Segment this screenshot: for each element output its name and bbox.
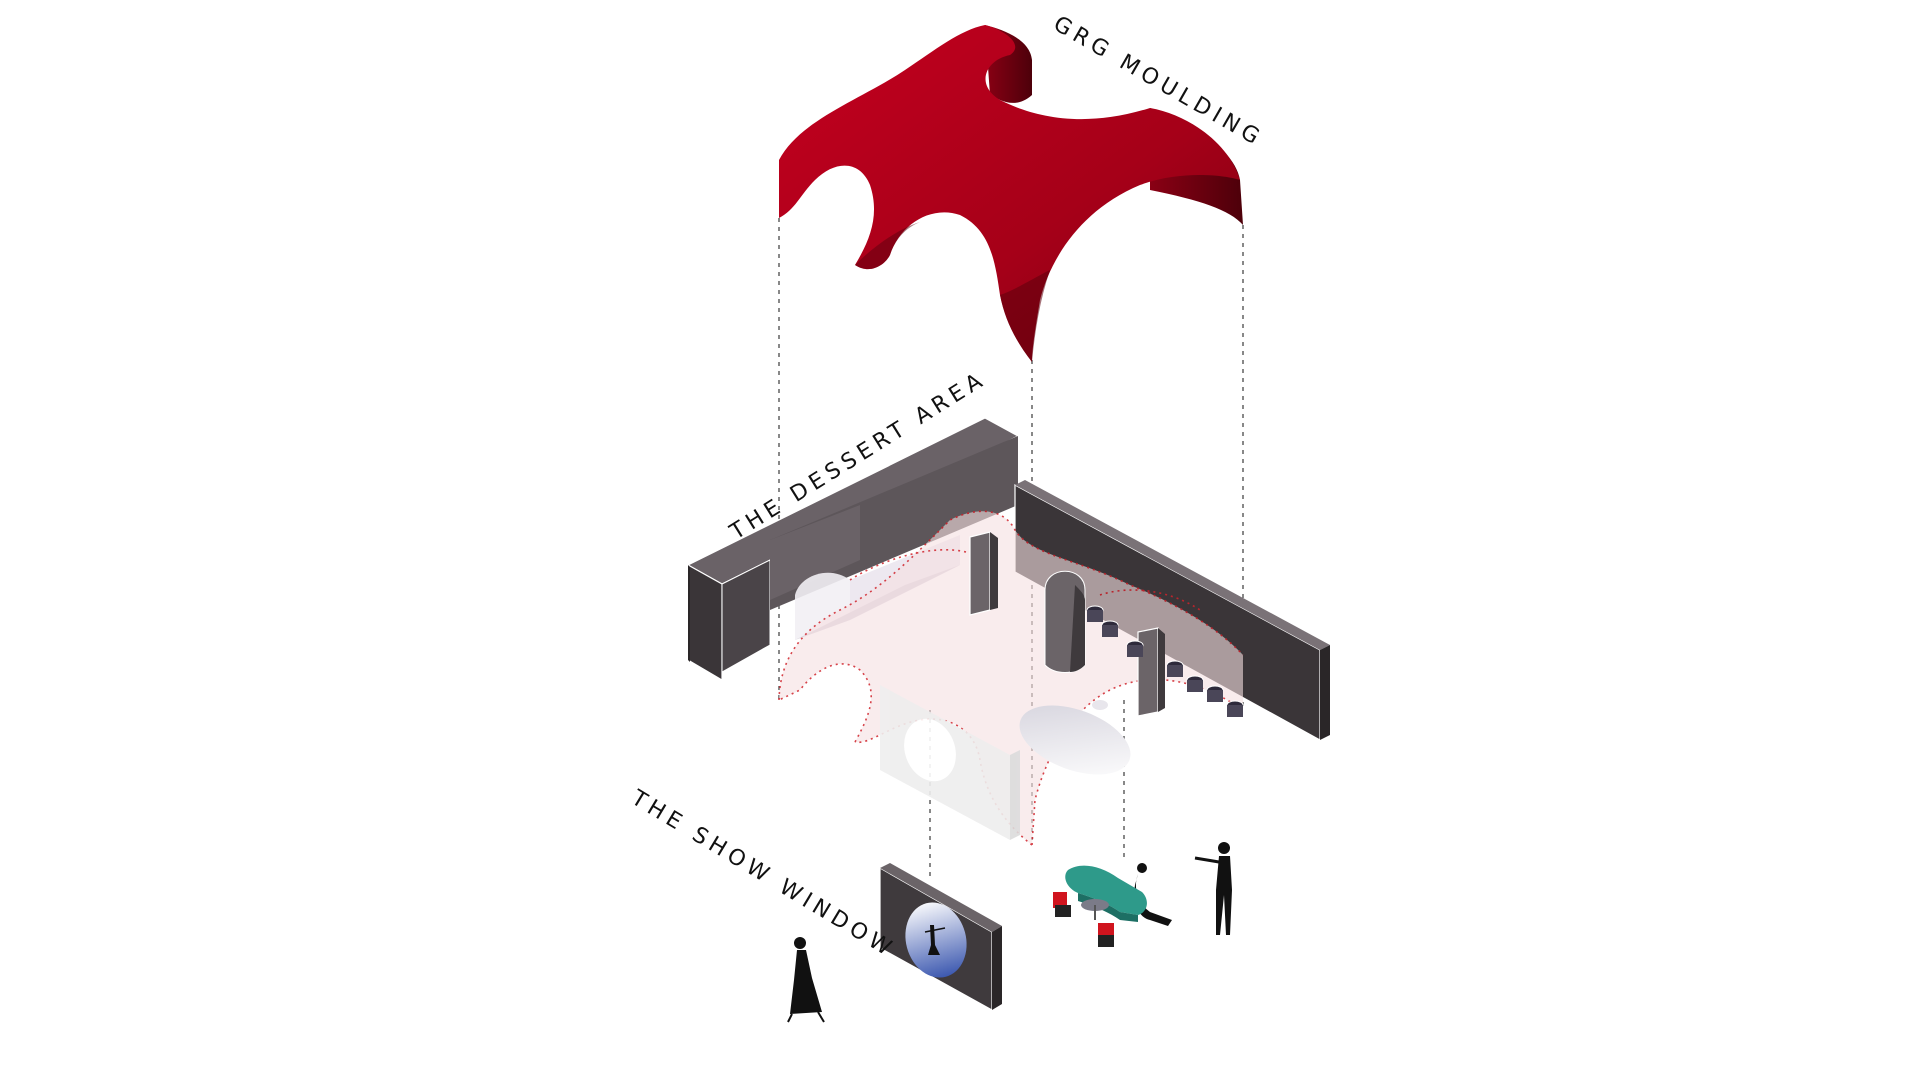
dessert-area-furniture [969, 531, 1244, 775]
figure-man-pointing [1194, 842, 1232, 935]
show-window-box [879, 863, 1002, 1012]
lounge-furniture [1053, 865, 1147, 947]
ghost-show-window-panel [880, 685, 1020, 840]
grg-moulding-shape [779, 25, 1243, 362]
figure-seated-person [1134, 863, 1172, 926]
label-show-window: THE SHOW WINDOW [626, 785, 900, 963]
figure-woman-walking [787, 937, 825, 1023]
